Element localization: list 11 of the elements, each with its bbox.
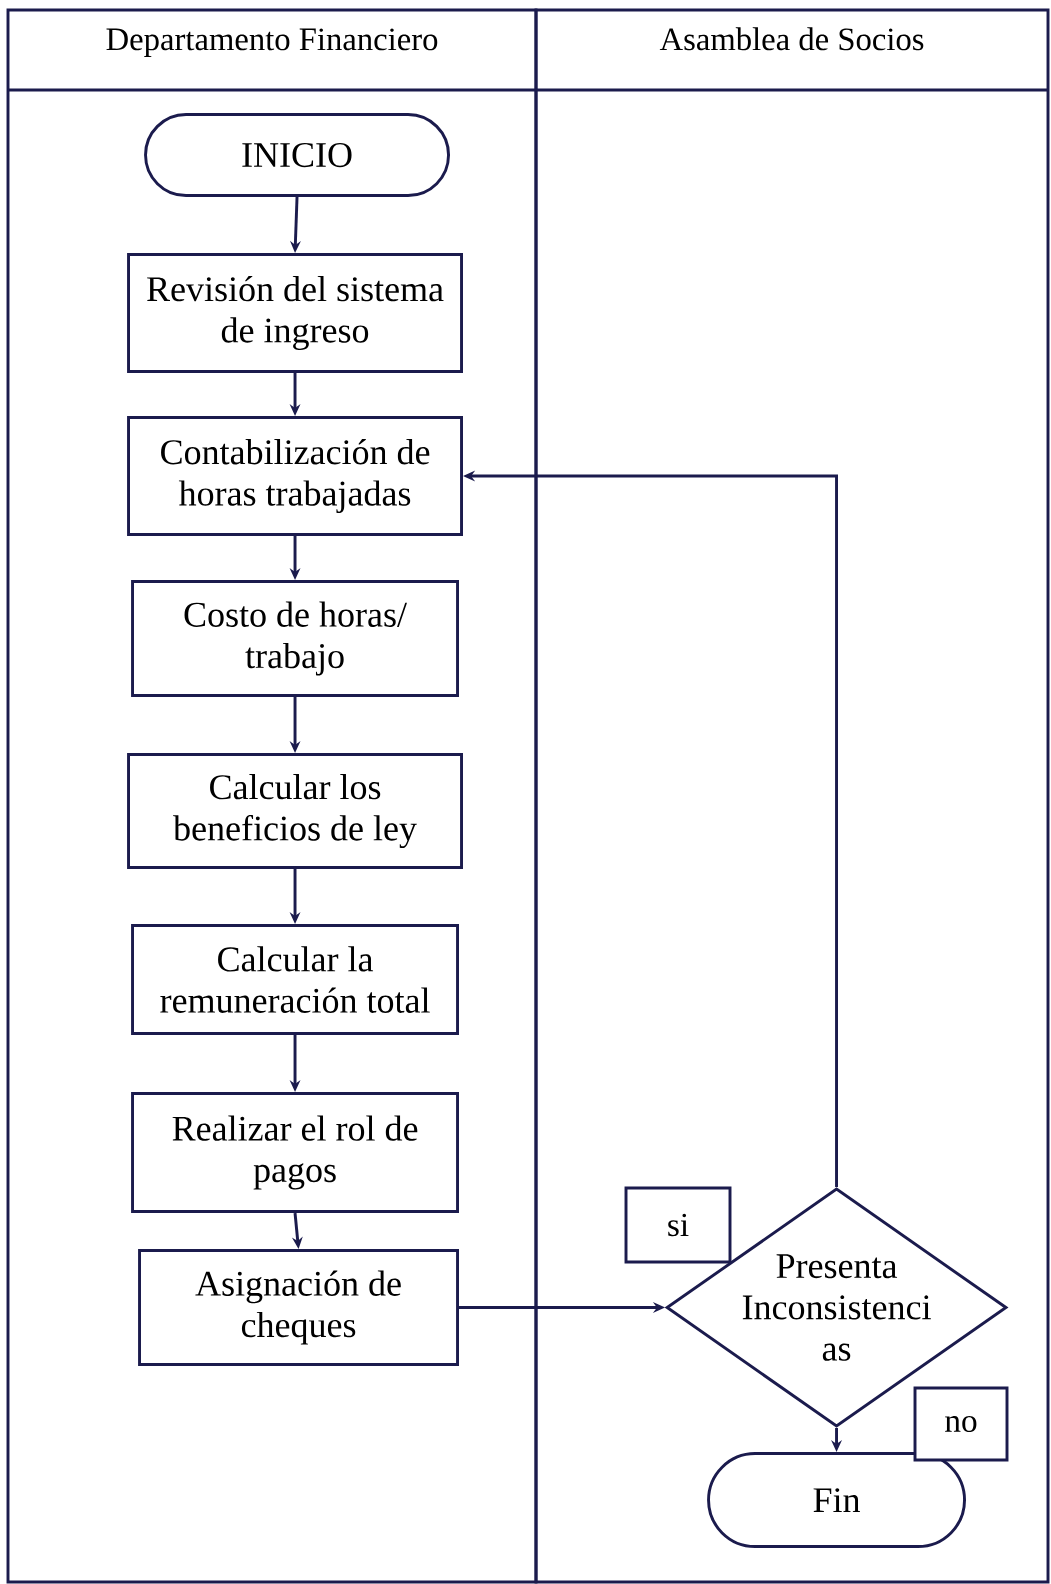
process-box: Calcular la remuneración total	[131, 924, 459, 1035]
terminal-box: INICIO	[144, 113, 450, 197]
process-box: Costo de horas/ trabajo	[131, 580, 459, 697]
process-box: Realizar el rol de pagos	[131, 1092, 459, 1213]
edge-label: si	[624, 1186, 732, 1264]
process-box: Calcular los beneficios de ley	[127, 753, 463, 869]
terminal-box: Fin	[707, 1452, 966, 1548]
process-box: Revisión del sistema de ingreso	[127, 253, 463, 373]
process-box: Contabilización de horas trabajadas	[127, 416, 463, 536]
process-box: Asignación de cheques	[138, 1249, 459, 1366]
edge-label: no	[913, 1386, 1009, 1462]
